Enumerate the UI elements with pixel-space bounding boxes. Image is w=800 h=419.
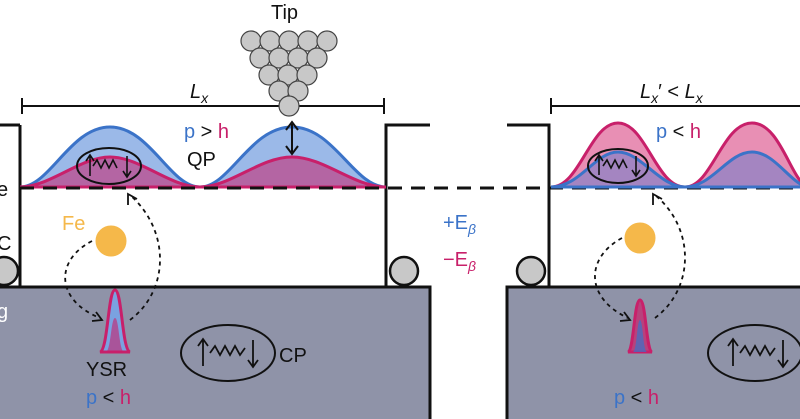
cp-ellipse-right	[707, 324, 800, 382]
edge-atom-right-panel	[515, 255, 547, 287]
minus-e-label: −Eβ	[443, 249, 476, 274]
cavity-wall-right	[384, 123, 430, 287]
qp-spin-ellipse-right	[587, 148, 649, 184]
qp-spin-wave-right	[602, 158, 628, 170]
fe-dashed-arc-left-b	[129, 194, 161, 321]
bottom-right-ratio-label: p < h	[614, 387, 659, 409]
edge-atom-left	[0, 255, 20, 287]
qp-spin-ellipse-left	[76, 147, 142, 185]
ysr-ratio-label: p < h	[86, 387, 131, 409]
edge-label-e: e	[0, 179, 8, 201]
fe-dashed-arrowhead-b	[127, 192, 138, 205]
cp-right-arrow-up	[727, 337, 739, 366]
fe-atom-right	[624, 222, 656, 254]
edge-label-c: C	[0, 233, 11, 255]
cp-label: CP	[279, 345, 307, 367]
fe-atom-left	[95, 225, 127, 257]
plus-e-label: +Eβ	[443, 212, 476, 237]
qp-spin-arrow-down	[122, 156, 132, 179]
ysr-peak-left-inner	[106, 318, 124, 352]
fe-dashed-arc-right-a	[594, 237, 629, 319]
qp-spin-arrow-up	[85, 153, 95, 176]
fe-label: Fe	[62, 213, 85, 235]
cp-spin-wave	[209, 344, 246, 357]
fe-dashed-arc-left-a	[64, 240, 101, 319]
qp-spin-right-arrow-up	[594, 153, 604, 175]
cp-arrow-down	[247, 340, 259, 369]
qp-ratio-label: p > h	[184, 121, 229, 143]
tip-arrow	[285, 120, 299, 156]
substrate-left	[0, 285, 432, 419]
cp-right-arrow-down	[777, 340, 789, 369]
fe-dashed-arrowhead-right-a	[619, 311, 632, 322]
qp-spin-right-arrow-down	[631, 156, 641, 178]
cp-ellipse	[180, 324, 276, 382]
tip-label: Tip	[271, 2, 298, 24]
ysr-label: YSR	[86, 359, 127, 381]
cp-arrow-up	[197, 337, 209, 366]
length-label-right: Lx′ < Lx	[640, 81, 704, 106]
right-ratio-label: p < h	[656, 121, 701, 143]
edge-atom-right	[388, 255, 420, 287]
fe-dashed-arrowhead-right-b	[652, 192, 663, 205]
fe-dashed-arrowhead-a	[91, 311, 104, 322]
fe-dashed-arc-right-b	[654, 194, 686, 319]
length-label-left: Lx	[190, 81, 209, 106]
edge-label-g: g	[0, 301, 8, 323]
ysr-peak-right-inner	[633, 320, 647, 352]
qp-spin-wave-left	[92, 158, 118, 170]
qp-label: QP	[187, 149, 216, 171]
cp-spin-wave-right	[739, 344, 776, 357]
cavity-wall-right-panel	[507, 123, 551, 287]
tip-atoms	[240, 30, 338, 117]
